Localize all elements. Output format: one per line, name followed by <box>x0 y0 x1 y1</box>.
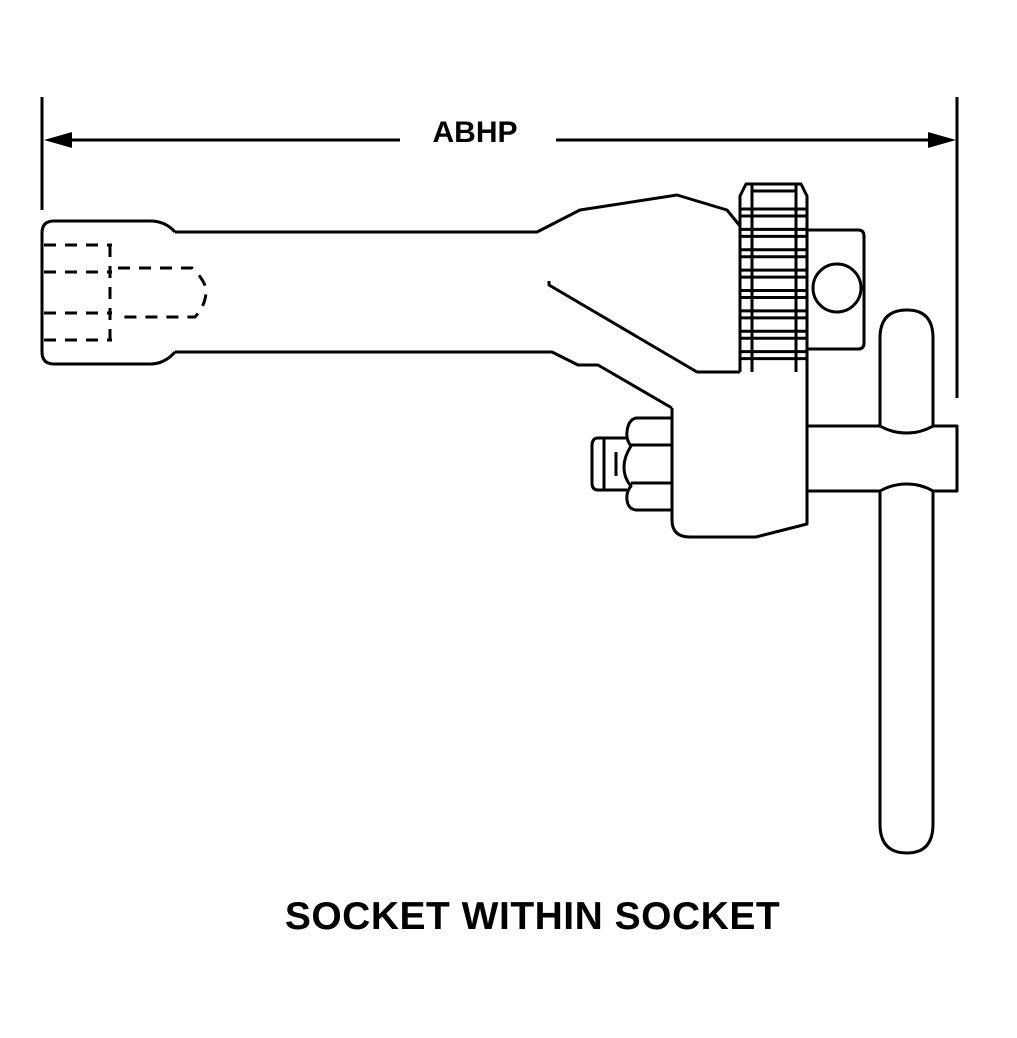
knurled-wheel <box>738 182 809 372</box>
outer-socket <box>40 219 208 366</box>
knurled-wheel-outline <box>738 182 809 372</box>
pin-circle <box>811 262 863 314</box>
hidden-inner-socket <box>118 266 208 319</box>
inner-diagonal-edge <box>547 281 740 374</box>
nut-and-bolt <box>590 416 672 512</box>
bolt-tip-outline <box>590 436 627 492</box>
arrowhead-left-icon <box>44 132 72 148</box>
t-handle-upper <box>878 308 935 435</box>
drawing-caption: SOCKET WITHIN SOCKET <box>284 895 781 938</box>
shaft-bottom-edge <box>175 350 673 410</box>
hex-nut-outline <box>622 416 672 512</box>
lower-housing <box>670 372 809 539</box>
t-bar-handle <box>807 308 959 855</box>
socket-head-outline <box>40 219 177 366</box>
lower-housing-outline <box>670 372 809 539</box>
wrench-body <box>175 193 742 410</box>
shaft-top-edge <box>175 193 742 234</box>
arrowhead-right-icon <box>928 132 956 148</box>
dimension-label: ABHP <box>400 116 550 150</box>
t-bar-crossbar <box>807 424 959 493</box>
overall-length-dimension <box>40 97 959 398</box>
t-handle-lower <box>878 482 935 855</box>
side-plate <box>807 228 866 351</box>
side-plate-outline <box>807 228 866 351</box>
